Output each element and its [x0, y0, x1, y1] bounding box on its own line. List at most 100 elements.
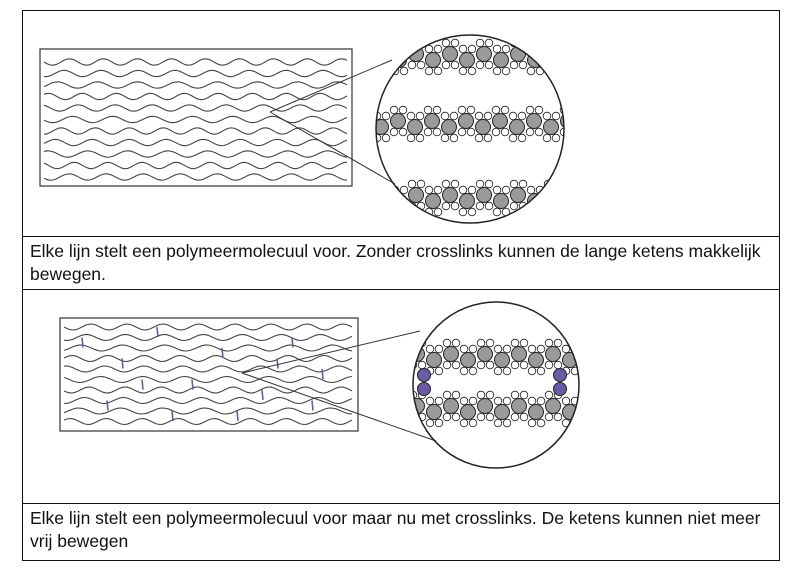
- crosslink: [221, 347, 224, 359]
- hydrogen-atom: [449, 111, 459, 121]
- hydrogen-atom: [451, 412, 461, 422]
- hydrogen-atom: [424, 185, 434, 195]
- hydrogen-atom: [450, 38, 460, 48]
- polymer-chain-line: [63, 375, 353, 384]
- hydrogen-atom: [519, 360, 529, 370]
- carbon-atom: [376, 119, 389, 135]
- hydrogen-atom: [389, 127, 399, 137]
- hydrogen-atom: [501, 66, 511, 76]
- carbon-atom: [458, 113, 474, 129]
- hydrogen-atom: [491, 105, 501, 115]
- hydrogen-atom: [466, 105, 476, 115]
- hydrogen-atom: [544, 338, 554, 348]
- hydrogen-atom: [510, 390, 520, 400]
- hydrogen-atom: [459, 366, 469, 376]
- carbon-atom: [545, 398, 561, 414]
- carbon-atom: [511, 346, 527, 362]
- hydrogen-atom: [544, 412, 554, 422]
- carbon-atom: [511, 398, 527, 414]
- hydrogen-atom: [527, 344, 537, 354]
- carbon-atom: [544, 46, 560, 62]
- carbon-atom: [426, 404, 442, 420]
- hydrogen-atom: [526, 44, 536, 54]
- hydrogen-atom: [417, 360, 427, 370]
- hydrogen-atom: [536, 344, 546, 354]
- hydrogen-atom: [365, 106, 373, 114]
- polymer-chain-line: [63, 323, 353, 331]
- hydrogen-atom: [466, 127, 476, 137]
- polymer-chain-line: [43, 161, 348, 170]
- zoom-line: [269, 111, 396, 185]
- hydrogen-atom: [536, 396, 546, 406]
- hydrogen-atom: [544, 360, 554, 370]
- zoom-line: [241, 372, 437, 442]
- carbon-atom: [424, 113, 440, 129]
- hydrogen-atom: [542, 111, 552, 121]
- hydrogen-atom: [433, 207, 443, 217]
- polymer-chain-line: [43, 81, 348, 89]
- polymer-box: [59, 317, 359, 432]
- carbon-atom: [443, 346, 459, 362]
- carbon-atom: [442, 46, 458, 62]
- hydrogen-atom: [492, 66, 502, 76]
- carbon-atom: [441, 119, 457, 135]
- hydrogen-atom: [502, 344, 512, 354]
- uncrosslinked-figure: [22, 12, 780, 236]
- hydrogen-atom: [451, 360, 461, 370]
- polymer-chain-line: [63, 365, 353, 373]
- crosslink: [291, 337, 294, 348]
- table-frame: [22, 10, 780, 561]
- divider-2: [22, 289, 780, 290]
- hydrogen-atom: [434, 366, 444, 376]
- carbon-atom: [357, 114, 372, 129]
- hydrogen-atom: [441, 201, 451, 211]
- crosslink: [171, 410, 174, 422]
- crosslink-atom: [553, 382, 567, 396]
- hydrogen-atom: [451, 390, 461, 400]
- hydrogen-atom: [483, 111, 493, 121]
- hydrogen-atom: [519, 338, 529, 348]
- hydrogen-atom: [433, 66, 443, 76]
- carbon-atom: [376, 46, 390, 62]
- carbon-atom: [459, 52, 475, 68]
- hydrogen-atom: [543, 38, 553, 48]
- carbon-atom: [544, 187, 560, 203]
- hydrogen-atom: [534, 127, 544, 137]
- hydrogen-atom: [517, 133, 527, 143]
- hydrogen-atom: [450, 201, 460, 211]
- hydrogen-atom: [527, 366, 537, 376]
- hydrogen-atom: [491, 127, 501, 137]
- hydrogen-atom: [416, 179, 426, 189]
- hydrogen-atom: [416, 60, 426, 70]
- carbon-atom: [391, 52, 407, 68]
- hydrogen-atom: [442, 412, 452, 422]
- hydrogen-atom: [450, 60, 460, 70]
- hydrogen-atom: [510, 412, 520, 422]
- polymer-chain-line: [63, 407, 353, 415]
- hydrogen-atom: [551, 111, 561, 121]
- crosslink: [121, 358, 124, 369]
- carbon-atom: [426, 352, 442, 368]
- divider-3: [22, 503, 780, 504]
- hydrogen-atom: [526, 207, 536, 217]
- hydrogen-atom: [553, 412, 563, 422]
- carbon-atom: [376, 187, 390, 203]
- carbon-atom: [528, 404, 544, 420]
- hydrogen-atom: [356, 106, 364, 114]
- hydrogen-atom: [468, 418, 478, 428]
- carbon-atom: [494, 352, 510, 368]
- hydrogen-atom: [476, 338, 486, 348]
- hydrogen-atom: [527, 418, 537, 428]
- crosslink: [191, 379, 194, 390]
- hydrogen-atom: [442, 360, 452, 370]
- polymer-chain-line: [44, 69, 348, 78]
- hydrogen-atom: [484, 201, 494, 211]
- carbon-atom: [526, 113, 542, 129]
- hydrogen-atom: [434, 418, 444, 428]
- hydrogen-atom: [458, 207, 468, 217]
- zoom-line: [241, 330, 421, 374]
- hydrogen-atom: [458, 185, 468, 195]
- hydrogen-atom: [561, 344, 571, 354]
- hydrogen-atom: [468, 344, 478, 354]
- hydrogen-atom: [415, 133, 425, 143]
